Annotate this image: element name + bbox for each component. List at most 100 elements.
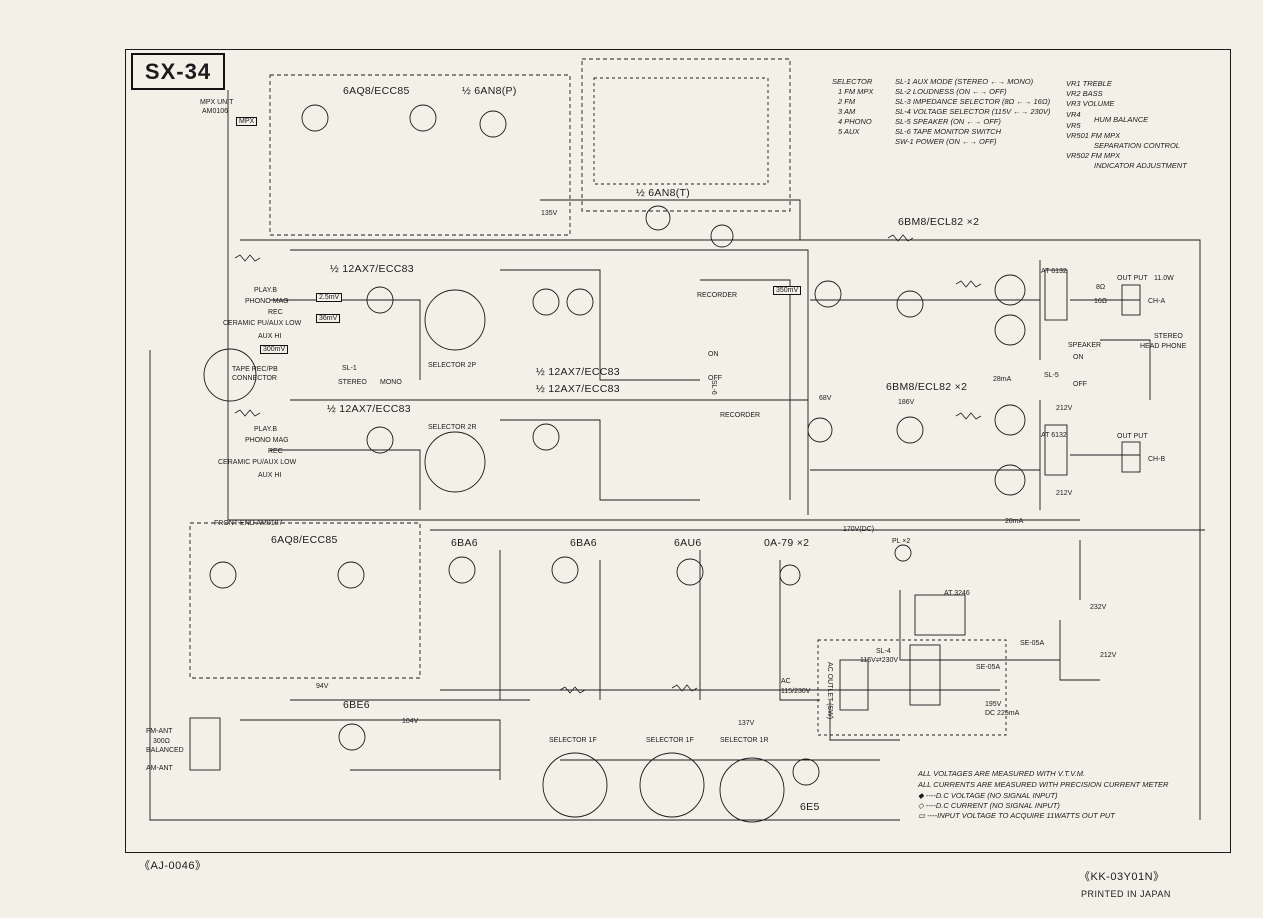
selector-2r [424, 431, 486, 493]
tube-v2a [532, 288, 560, 316]
tube-label-v10: 6BE6 [343, 699, 370, 711]
voltage-94v: 94V [316, 683, 329, 690]
current-225ma: DC 225mA [985, 710, 1020, 717]
selector-2p-label: SELECTOR 2P [428, 362, 477, 369]
input-phono-mag-b: PHONO MAG [245, 437, 289, 444]
output-a-label: OUT PUT [1117, 275, 1148, 282]
on-label-a: ON [708, 351, 719, 358]
pilot-lamp-label: PL ×2 [892, 538, 911, 545]
note-line: ALL CURRENTS ARE MEASURED WITH PRECISION… [918, 780, 1169, 789]
mono-label: MONO [380, 379, 402, 386]
tube-v502a [479, 110, 507, 138]
front-end-box [189, 522, 421, 679]
vr-legend-item: VR501 FM MPX [1066, 131, 1121, 140]
mpx-switch-box [581, 58, 791, 212]
current-28ma-a: 28mA [993, 376, 1012, 383]
input-rec-b: REC [268, 448, 283, 455]
tube-v1b [366, 426, 394, 454]
headphone-label: HEAD PHONE [1140, 343, 1187, 350]
vr-legend-item: SEPARATION CONTROL [1094, 141, 1180, 150]
vr-legend-item: VR1 TREBLE [1066, 79, 1112, 88]
mpx-diode-box [593, 77, 769, 185]
tube-label-front-end: 6AQ8/ECC85 [271, 534, 338, 546]
input-ceramic-a: CERAMIC PU/AUX LOW [223, 320, 302, 327]
schematic-border [125, 49, 1231, 853]
voltage-137v: 137V [738, 720, 755, 727]
tube-v3-b [896, 290, 924, 318]
tape-connector-label-2: CONNECTOR [232, 375, 277, 382]
selector-1r [719, 757, 785, 823]
tube-v8 [551, 556, 579, 584]
front-end-label: FRONT-END AM0107 [214, 520, 283, 527]
selector-legend-item: 2 FM [838, 97, 856, 106]
balanced-label: BALANCED [146, 747, 184, 754]
tube-v10 [338, 723, 366, 751]
selector-2r-label: SELECTOR 2R [428, 424, 477, 431]
vr-legend-item: VR502 FM MPX [1066, 151, 1121, 160]
speaker-on-label: ON [1073, 354, 1084, 361]
tube-v7 [448, 556, 476, 584]
vr-legend-item: INDICATOR ADJUSTMENT [1094, 161, 1187, 170]
model-label: SX-34 [131, 53, 225, 90]
voltage-232v: 232V [1090, 604, 1107, 611]
recorder-label-a: RECORDER [697, 292, 738, 299]
fm-ant-label: FM-ANT [146, 728, 173, 735]
hum-balance-label: HUM BALANCE [1094, 115, 1149, 124]
selector-1r-label: SELECTOR 1R [720, 737, 769, 744]
input-level-300mv: 300mV [260, 345, 289, 354]
stereo-phone-label: STEREO [1154, 333, 1183, 340]
mpx-module-box [269, 74, 571, 236]
tube-v501-fm-mpx [301, 104, 329, 132]
am-ant-label: AM-ANT [146, 765, 173, 772]
tape-din-connector [203, 348, 257, 402]
ch-b-label: CH-B [1148, 456, 1166, 463]
note-line: ◆ ----D.C VOLTAGE (NO SIGNAL INPUT) [918, 791, 1058, 800]
tube-label-v7: 6BA6 [451, 537, 478, 549]
tube-v4-pentode [994, 404, 1026, 436]
input-level-350mv: 350mV [773, 286, 802, 295]
tube-label-rect: 0A-79 ×2 [764, 537, 810, 549]
input-ceramic-b: CERAMIC PU/AUX LOW [218, 459, 297, 466]
selector-legend-item: 5 AUX [838, 127, 860, 136]
sl4-range-label: 115V⇄230V [860, 657, 899, 664]
voltage-170v: 170V(DC) [843, 526, 875, 533]
ac-voltage-label: 115/230V [781, 688, 811, 695]
tube-front-end-b [337, 561, 365, 589]
sl5-label: SL-5 [1044, 372, 1059, 379]
voltage-135v: 135V [541, 210, 558, 217]
mpx-box: MPX [236, 117, 258, 126]
footer-right-code: 《KK-03Y01N》 [1079, 871, 1165, 883]
d5-label: SE-05A [1020, 640, 1045, 647]
ac-input-label: AC [781, 678, 791, 685]
t2a-label: AT 6132 [1041, 268, 1067, 275]
input-aux-hi-b: AUX HI [258, 472, 282, 479]
d6-label: SE-05A [976, 664, 1001, 671]
pilot-lamp [894, 544, 912, 562]
switch-legend-item: SL-4 VOLTAGE SELECTOR (115V ←→ 230V) [895, 107, 1051, 116]
tube-v2a-b [566, 288, 594, 316]
tube-v501b [409, 104, 437, 132]
tube-label-v1b: ½ 12AX7/ECC83 [327, 403, 411, 415]
note-line: ALL VOLTAGES ARE MEASURED WITH V.T.V.M. [918, 769, 1086, 778]
switch-legend-item: SW-1 POWER (ON ←→ OFF) [895, 137, 997, 146]
input-aux-hi-a: AUX HI [258, 333, 282, 340]
t2b-label: AT 6132 [1041, 432, 1067, 439]
tube-label-v502b: ½ 6AN8(T) [636, 187, 691, 199]
output-transformer-b [1044, 424, 1068, 476]
vr-legend-item: VR4 [1066, 110, 1081, 119]
b-plus-label: 212V [1056, 405, 1073, 412]
mpx-unit-label: MPX UNIT [200, 99, 234, 106]
ch-a-label: CH-A [1148, 298, 1166, 305]
power-transformer [914, 594, 966, 636]
switch-legend-item: SL-3 IMPEDANCE SELECTOR (8Ω ←→ 16Ω) [895, 97, 1051, 106]
selector-1f-b-label: SELECTOR 1F [646, 737, 694, 744]
output-b-label: OUT PUT [1117, 433, 1148, 440]
tube-v502b [645, 205, 671, 231]
note-line: ◇ ----D.C CURRENT (NO SIGNAL INPUT) [918, 801, 1060, 810]
tube-v503 [710, 224, 734, 248]
selector-1f-a [542, 752, 608, 818]
input-rec-a: REC [268, 309, 283, 316]
output-terminal-a [1121, 284, 1141, 316]
tube-v9 [676, 558, 704, 586]
